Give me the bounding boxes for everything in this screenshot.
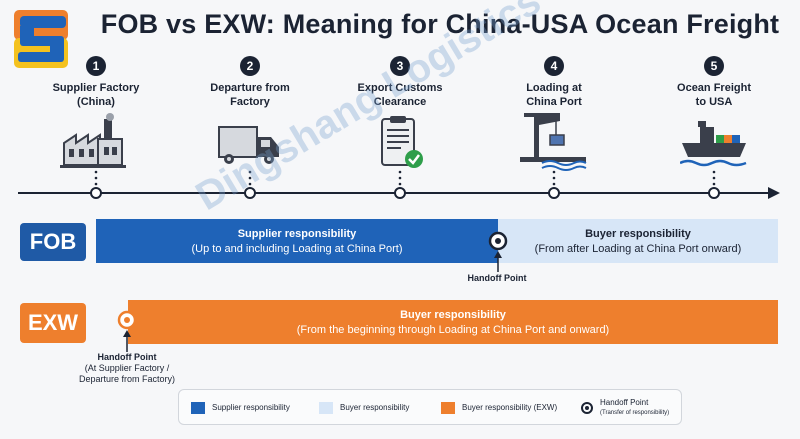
exw-buyer-title: Buyer responsibility bbox=[400, 309, 506, 321]
step-label-line2: (China) bbox=[77, 96, 115, 108]
step-label-line2: Factory bbox=[230, 96, 270, 108]
fob-handoff-label: Handoff Point bbox=[467, 273, 527, 283]
legend-label-handoff: Handoff Point bbox=[600, 398, 649, 407]
fob-supplier-subtitle: (Up to and including Loading at China Po… bbox=[191, 243, 403, 255]
timeline-node-1 bbox=[90, 187, 102, 199]
timeline-arrowhead bbox=[768, 187, 780, 199]
step-label-line2: to USA bbox=[695, 96, 733, 108]
fob-tag: FOB bbox=[20, 223, 86, 261]
legend-label-buyer: Buyer responsibility bbox=[340, 403, 410, 412]
factory-icon bbox=[60, 113, 126, 168]
step-label-line2: China Port bbox=[526, 96, 582, 108]
step-supplier-factory: 1 Supplier Factory (China) bbox=[36, 56, 156, 109]
step-label-line2: Clearance bbox=[373, 96, 427, 108]
step-number: 5 bbox=[704, 56, 724, 76]
step-loading-port: 4 Loading at China Port bbox=[494, 56, 614, 109]
step-export-customs: 3 Export Customs Clearance bbox=[340, 56, 460, 109]
step-label-line1: Export Customs bbox=[357, 82, 443, 94]
legend-swatch-supplier bbox=[191, 402, 205, 414]
step-ocean-freight: 5 Ocean Freight to USA bbox=[654, 56, 774, 109]
fob-supplier-title: Supplier responsibility bbox=[237, 228, 357, 240]
legend-item-buyer: Buyer responsibility bbox=[319, 390, 409, 426]
fob-handoff-marker bbox=[488, 231, 508, 272]
truck-icon bbox=[218, 126, 279, 164]
step-number: 4 bbox=[544, 56, 564, 76]
legend-item-handoff: Handoff Point (Transfer of responsibilit… bbox=[581, 390, 669, 426]
step-number: 2 bbox=[240, 56, 260, 76]
exw-handoff-label: Handoff Point (At Supplier Factory / Dep… bbox=[62, 352, 192, 385]
fob-supplier-band: Supplier responsibility (Up to and inclu… bbox=[96, 219, 498, 263]
timeline-node-2 bbox=[244, 187, 256, 199]
step-label-line1: Supplier Factory bbox=[52, 82, 140, 94]
cargo-ship-icon bbox=[680, 121, 747, 167]
timeline-node-3 bbox=[394, 187, 406, 199]
legend-handoff-text: Handoff Point (Transfer of responsibilit… bbox=[600, 398, 669, 418]
exw-handoff-sub2: Departure from Factory) bbox=[78, 374, 176, 384]
fob-buyer-subtitle: (From after Loading at China Port onward… bbox=[534, 243, 742, 255]
step-number: 3 bbox=[390, 56, 410, 76]
step-label-line1: Ocean Freight bbox=[677, 82, 751, 94]
timeline-dots bbox=[94, 170, 716, 186]
step-label-line1: Departure from bbox=[210, 82, 290, 94]
handoff-point-icon bbox=[581, 402, 593, 414]
clipboard-check-icon bbox=[381, 116, 423, 168]
exw-handoff-marker bbox=[117, 310, 137, 352]
legend-swatch-buyer-exw bbox=[441, 402, 455, 414]
legend: Supplier responsibility Buyer responsibi… bbox=[178, 389, 682, 425]
legend-item-supplier: Supplier responsibility bbox=[191, 390, 290, 426]
legend-swatch-buyer bbox=[319, 402, 333, 414]
exw-buyer-band: Buyer responsibility (From the beginning… bbox=[128, 300, 778, 344]
exw-buyer-subtitle: (From the beginning through Loading at C… bbox=[296, 324, 610, 336]
exw-handoff-sub1: (At Supplier Factory / bbox=[84, 363, 170, 373]
legend-item-buyer-exw: Buyer responsibility (EXW) bbox=[441, 390, 557, 426]
page-title: FOB vs EXW: Meaning for China-USA Ocean … bbox=[100, 9, 780, 39]
step-number: 1 bbox=[86, 56, 106, 76]
timeline-node-5 bbox=[708, 187, 720, 199]
step-label-line1: Loading at bbox=[526, 82, 582, 94]
timeline bbox=[18, 170, 780, 199]
fob-buyer-band: Buyer responsibility (From after Loading… bbox=[498, 219, 778, 263]
legend-label-supplier: Supplier responsibility bbox=[212, 403, 290, 412]
step-departure: 2 Departure from Factory bbox=[190, 56, 310, 109]
timeline-node-4 bbox=[548, 187, 560, 199]
exw-handoff-title: Handoff Point bbox=[97, 352, 157, 362]
exw-tag: EXW bbox=[20, 303, 86, 343]
legend-label-buyer-exw: Buyer responsibility (EXW) bbox=[462, 403, 558, 412]
port-crane-icon bbox=[520, 113, 587, 171]
legend-label-handoff-sub: (Transfer of responsibility) bbox=[600, 410, 670, 416]
company-logo bbox=[14, 10, 68, 68]
fob-buyer-title: Buyer responsibility bbox=[585, 228, 691, 240]
